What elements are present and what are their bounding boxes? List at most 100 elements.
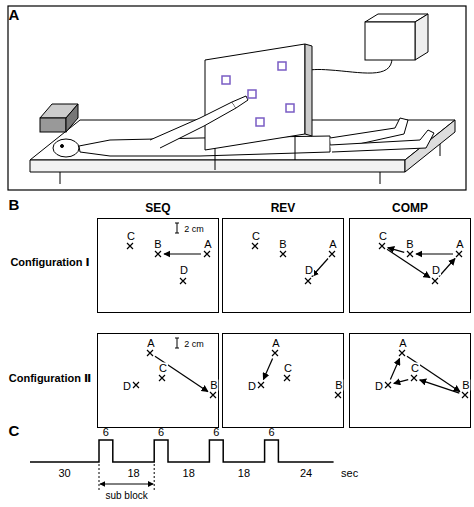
target-cross [411,375,417,381]
panel-drawing [385,350,468,398]
target-cross [335,392,341,398]
target-letter: B [153,239,162,250]
target-letter: B [334,380,343,391]
target-panel: 2 cmACDB [97,333,219,428]
sub-block-marker [99,464,100,490]
panel-drawing [258,350,341,398]
target-letter: B [209,380,218,391]
target-letter: D [179,265,189,276]
target-cross [127,243,133,249]
movement-arrow [263,358,272,379]
movement-arrow [394,380,408,384]
target-letter: C [410,363,420,374]
target-letter: D [247,381,257,392]
target-cross [180,278,186,284]
duration-label: 6 [158,427,164,438]
target-cross [272,350,278,356]
target-panel: CBAD [349,218,471,313]
column-header: COMP [392,202,428,214]
duration-label: 18 [127,468,139,479]
target-cross [204,251,210,257]
target-letter: A [271,338,280,349]
setup-illustration [30,14,455,184]
target-panel: C B A D [222,218,344,313]
row-label: Configuration Ⅱ [9,373,91,384]
scale-bar [175,223,179,233]
target-cross [133,382,139,388]
target-letter: D [431,265,441,276]
movement-arrow [407,356,460,391]
duration-label: 6 [213,427,219,438]
movement-arrow [164,253,201,254]
target-letter: A [203,239,212,250]
sub-block-marker [154,464,155,490]
movement-arrow [387,249,430,277]
duration-label: 6 [268,427,274,438]
target-cross [305,278,311,284]
movement-arrow [416,253,453,254]
target-letter: D [374,381,384,392]
target-letter: A [455,239,464,250]
target-cross [456,251,462,257]
movement-arrow [390,358,399,379]
target-letter: A [398,338,407,349]
column-header: SEQ [145,202,170,214]
target-cross [432,278,438,284]
sub-block-label: sub block [105,491,147,501]
duration-label: 6 [103,427,109,438]
target-panel: A C D B [222,333,344,428]
target-cross [407,251,413,257]
block-timeline [30,440,334,490]
panel-letter: B [9,197,20,212]
target-letter: D [304,265,314,276]
target-cross [252,243,258,249]
target-letter: C [378,231,388,242]
target-cross [462,392,468,398]
target-cross [329,251,335,257]
target-cross [147,350,153,356]
duration-label: 18 [238,468,250,479]
movement-arrow [312,258,328,276]
target-cross [284,375,290,381]
sub-block-arrow [100,484,153,485]
panel-drawing [133,338,216,398]
column-header: REV [271,202,296,214]
target-layout [127,223,468,398]
target-cross [385,382,391,388]
target-letter: D [122,381,132,392]
target-cross [155,251,161,257]
target-cross [210,392,216,398]
scale-label: 2 cm [183,340,205,349]
panel-letter: C [9,423,20,438]
movement-arrow [155,356,208,391]
scale-bar [175,338,179,348]
movement-arrow [439,258,455,276]
target-letter: B [461,380,470,391]
target-letter: A [328,239,337,250]
panel-drawing [127,223,210,284]
panel-drawing [252,243,335,284]
panel-drawing [379,243,462,284]
target-cross [159,375,165,381]
target-panel: A C D B [349,333,471,428]
row-label: Configuration Ⅰ [10,257,89,268]
target-squares [222,62,294,126]
scale-label: 2 cm [183,225,205,234]
panel-letter: A [9,7,20,22]
movement-arrow [420,380,460,393]
target-letter: C [283,363,293,374]
target-letter: C [251,231,261,242]
target-cross [280,251,286,257]
target-panel: 2 cm C B A D [97,218,219,313]
target-cross [399,350,405,356]
target-cross [379,243,385,249]
duration-label: 18 [183,468,195,479]
panel-frame [8,6,466,190]
target-letter: B [278,239,287,250]
duration-label: 24 [300,468,312,479]
duration-label: 30 [58,468,70,479]
target-letter: C [158,363,168,374]
target-letter: C [126,231,136,242]
target-cross [258,382,264,388]
